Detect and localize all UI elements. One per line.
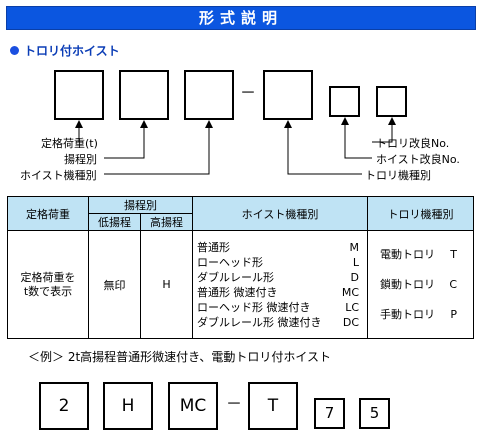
list-item: 電動トロリ T [368, 240, 473, 270]
label-trolley-model: トロリ機種別 [365, 169, 431, 182]
format-connector-lines [75, 117, 396, 175]
header-lift: 揚程別 [88, 196, 193, 214]
hoist-model-cell: 普通形 M ローヘッド形 L ダブルレール形 D 普通形 微速付き MC ローヘッド形 … [192, 230, 368, 339]
header-capacity: 定格荷重 [7, 196, 89, 231]
header-trolley-model: トロリ機種別 [367, 196, 474, 231]
trolley-model-cell: 電動トロリ T 鎖動トロリ C 手動トロリ P [367, 230, 474, 339]
header-lift-low: 低揚程 [88, 213, 141, 231]
hoist-model-code: LC [345, 300, 359, 314]
capacity-line-2: t数で表示 [23, 284, 73, 298]
list-item: ダブルレール形 D [193, 270, 367, 285]
hoist-model-name: ダブルレール形 [197, 270, 274, 284]
section-subtitle-text: トロリ付ホイスト [24, 44, 120, 58]
section-subtitle: トロリ付ホイスト [10, 42, 120, 59]
list-item: 普通形 M [193, 240, 367, 255]
list-item: 手動トロリ P [368, 300, 473, 330]
capacity-line-1: 定格荷重を [20, 270, 76, 284]
hoist-model-code: L [352, 255, 359, 269]
list-item: 普通形 微速付き MC [193, 285, 367, 300]
format-box-hoist-model [184, 70, 234, 120]
hoist-model-name: ダブルレール形 微速付き [197, 315, 322, 329]
label-hoist-improvement: ホイスト改良No. [376, 153, 460, 166]
list-item: ダブルレール形 微速付き DC [193, 315, 367, 330]
example-dash: － [226, 394, 243, 413]
hoist-model-name: ローヘッド形 [197, 255, 263, 269]
label-capacity: 定格荷重(t) [41, 137, 98, 150]
format-box-trolley-improvement [376, 86, 407, 117]
format-dash: － [240, 83, 257, 102]
trolley-model-code: C [449, 277, 457, 291]
example-box-hoist-improvement: 7 [314, 398, 345, 429]
header-hoist-model: ホイスト機種別 [192, 196, 368, 231]
hoist-model-code: DC [342, 315, 359, 329]
label-lift-type: 揚程別 [64, 153, 97, 166]
format-box-hoist-improvement [329, 86, 360, 117]
trolley-model-code: P [450, 307, 457, 321]
example-box-trolley-improvement: 5 [359, 398, 390, 429]
hoist-model-list: 普通形 M ローヘッド形 L ダブルレール形 D 普通形 微速付き MC ローヘッド形 … [193, 240, 367, 330]
example-caption: ＜例＞ 2t高揚程普通形微速付き、電動トロリ付ホイスト [28, 350, 331, 364]
lift-low-cell: 無印 [88, 230, 141, 339]
format-box-lift [119, 70, 169, 120]
hoist-model-code: M [349, 240, 360, 254]
spec-table: 定格荷重 揚程別 ホイスト機種別 トロリ機種別 低揚程 高揚程 定格荷重を t数… [7, 196, 474, 339]
lift-high-cell: H [140, 230, 193, 339]
trolley-model-code: T [450, 247, 457, 261]
format-box-trolley-model [263, 70, 313, 120]
example-box-hoist-model: MC [168, 382, 218, 430]
hoist-model-code: D [350, 270, 359, 284]
label-hoist-model: ホイスト機種別 [20, 169, 97, 182]
example-box-lift: H [103, 382, 153, 430]
hoist-model-code: MC [341, 285, 359, 299]
label-trolley-improvement: トロリ改良No. [376, 137, 450, 150]
header-lift-high: 高揚程 [140, 213, 193, 231]
list-item: ローヘッド形 L [193, 255, 367, 270]
example-box-capacity: 2 [39, 382, 89, 430]
capacity-cell: 定格荷重を t数で表示 [7, 230, 89, 339]
hoist-model-name: 普通形 微速付き [197, 285, 278, 299]
hoist-model-name: 普通形 [197, 240, 230, 254]
example-box-trolley-model: T [248, 382, 298, 430]
trolley-model-name: 手動トロリ [380, 307, 435, 321]
list-item: ローヘッド形 微速付き LC [193, 300, 367, 315]
format-box-capacity [54, 70, 104, 120]
trolley-model-name: 鎖動トロリ [380, 277, 435, 291]
page-title: 形式説明 [6, 6, 476, 30]
list-item: 鎖動トロリ C [368, 270, 473, 300]
hoist-model-name: ローヘッド形 微速付き [197, 300, 311, 314]
trolley-model-name: 電動トロリ [380, 247, 435, 261]
bullet-dot-icon [10, 46, 19, 55]
